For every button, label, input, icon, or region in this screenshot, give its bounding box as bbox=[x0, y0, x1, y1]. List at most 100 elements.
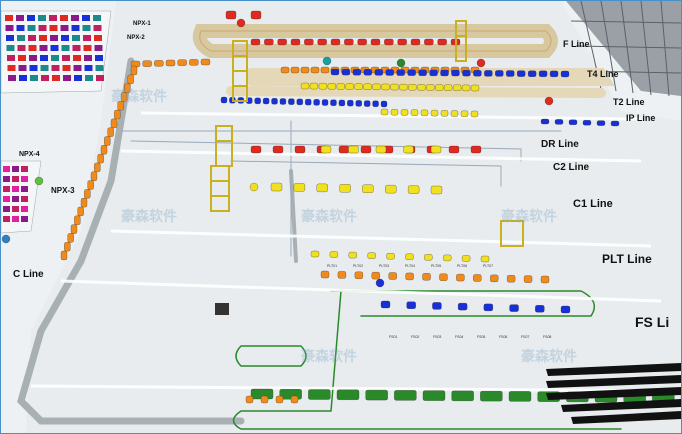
stored-body bbox=[51, 55, 59, 61]
stored-body bbox=[50, 35, 58, 41]
stored-body bbox=[21, 166, 28, 172]
carrier-f-line bbox=[250, 38, 261, 46]
carrier-top-orange bbox=[154, 60, 164, 67]
stored-body bbox=[6, 35, 14, 41]
marker-ball bbox=[34, 176, 44, 186]
carrier-left-orange bbox=[87, 180, 94, 190]
carrier-c2-yellow bbox=[316, 183, 328, 193]
carrier-t2-yellow bbox=[435, 84, 444, 91]
carrier-t2-blue bbox=[279, 98, 287, 105]
carrier-t4-blue bbox=[527, 70, 537, 77]
carrier-t4-line bbox=[300, 66, 310, 74]
plt-station-label: PLT01 bbox=[327, 264, 337, 268]
carrier-dr-yellow bbox=[320, 145, 332, 154]
carrier-plt-orange bbox=[371, 272, 380, 280]
carrier-plt-orange bbox=[354, 271, 363, 279]
carrier-t2-yellow bbox=[345, 83, 354, 90]
parking-markings bbox=[546, 363, 681, 424]
fs-station-label: FS03 bbox=[433, 335, 441, 339]
carrier-ip-blue bbox=[596, 120, 606, 126]
carrier-left-orange bbox=[100, 145, 108, 155]
carrier-t4-blue bbox=[440, 69, 449, 77]
stored-body bbox=[39, 45, 48, 51]
carrier-ip-blue bbox=[610, 120, 620, 127]
carrier-left-orange bbox=[104, 136, 111, 146]
stored-body bbox=[49, 25, 58, 31]
stored-body bbox=[21, 176, 28, 182]
line-label-ip: IP Line bbox=[626, 113, 655, 123]
carrier-t4-blue bbox=[484, 70, 493, 77]
stored-body bbox=[83, 45, 92, 51]
stored-body bbox=[63, 75, 71, 81]
stored-body bbox=[8, 75, 16, 81]
carrier-t2-blue bbox=[271, 98, 278, 105]
zone-label-npx2: NPX-2 bbox=[127, 35, 145, 41]
stored-body bbox=[30, 75, 38, 81]
line-label-dr: DR Line bbox=[541, 139, 579, 150]
carrier-plt-yellow bbox=[405, 253, 414, 260]
carrier-top-orange bbox=[200, 58, 211, 66]
carrier-left-orange bbox=[84, 189, 91, 199]
carrier-t2-yellow bbox=[444, 84, 453, 91]
carrier-t2-blue bbox=[288, 98, 295, 105]
carrier-plt-orange bbox=[490, 274, 499, 282]
carrier-bottom-orange bbox=[290, 395, 299, 404]
carrier-t2-yellow bbox=[372, 83, 381, 90]
stored-body bbox=[95, 55, 103, 61]
carrier-t2-yellow bbox=[399, 84, 408, 91]
carrier-left-orange bbox=[74, 215, 81, 225]
storage-npx-1-2 bbox=[1, 10, 112, 94]
carrier-t2-blue bbox=[220, 96, 228, 104]
carrier-green-body bbox=[422, 390, 446, 401]
carrier-t4-blue bbox=[407, 69, 416, 76]
line-label-t4: T4 Line bbox=[587, 69, 619, 79]
carrier-plt-orange bbox=[405, 272, 414, 281]
carrier-t2-yellow bbox=[417, 84, 426, 91]
carrier-plt-yellow bbox=[424, 254, 433, 261]
carrier-ip-yellow bbox=[410, 109, 419, 116]
plt-station-label: PLT06 bbox=[457, 264, 467, 268]
floor-area bbox=[26, 1, 681, 433]
carrier-ip-yellow bbox=[440, 110, 449, 117]
carrier-t4-blue bbox=[538, 70, 548, 77]
carrier-fs-blue bbox=[380, 300, 391, 309]
stored-body bbox=[12, 196, 19, 202]
carrier-plt-orange bbox=[507, 275, 516, 283]
stored-body bbox=[16, 15, 24, 21]
carrier-dr-yellow bbox=[403, 145, 414, 154]
stored-body bbox=[51, 65, 60, 71]
carrier-plt-orange bbox=[320, 270, 330, 279]
carrier-left-orange bbox=[130, 65, 138, 76]
stored-body bbox=[94, 45, 103, 51]
carrier-left-orange bbox=[110, 118, 118, 129]
carrier-t4-blue bbox=[374, 69, 383, 76]
floor-marker bbox=[215, 303, 229, 315]
carrier-plt-orange bbox=[473, 274, 482, 282]
stored-body bbox=[61, 45, 70, 51]
watermarks: 豪森软件 豪森软件 豪森软件 豪森软件 豪森软件 豪森软件 bbox=[111, 88, 577, 365]
conveyor-paths bbox=[17, 24, 622, 430]
carrier-top-orange bbox=[165, 59, 176, 67]
carrier-ip-blue bbox=[554, 119, 564, 125]
stored-body bbox=[40, 55, 48, 61]
carrier-ip-yellow bbox=[460, 110, 469, 117]
stored-body bbox=[38, 25, 47, 31]
plt-station-label: PLT03 bbox=[379, 264, 389, 268]
carrier-ip-yellow bbox=[400, 109, 409, 116]
carrier-t2-yellow bbox=[309, 82, 319, 90]
stored-body bbox=[40, 65, 49, 71]
carrier-t2-yellow bbox=[461, 84, 471, 92]
line-label-c1: C1 Line bbox=[573, 198, 613, 210]
carrier-fs-blue bbox=[483, 303, 494, 312]
stored-body bbox=[29, 65, 38, 71]
carrier-green-body bbox=[480, 390, 503, 402]
carrier-green-body bbox=[365, 389, 388, 401]
carrier-t2-yellow bbox=[318, 83, 328, 90]
carrier-left-orange bbox=[64, 242, 71, 252]
carrier-c2-yellow bbox=[430, 185, 443, 195]
carrier-plt-yellow bbox=[480, 255, 490, 263]
carrier-dr-yellow bbox=[430, 145, 442, 154]
carrier-bottom-orange bbox=[275, 395, 284, 404]
